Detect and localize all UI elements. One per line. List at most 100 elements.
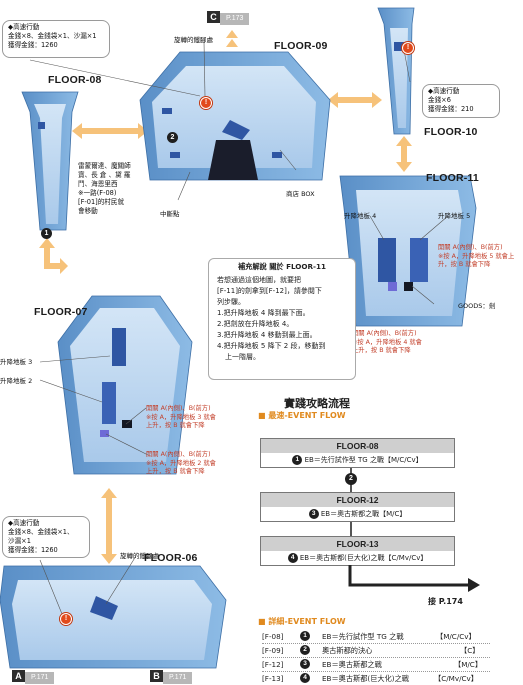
floor-06-map xyxy=(0,565,227,669)
note-line: ◆高速行動 xyxy=(428,87,460,95)
note-fragment: 、黛 xyxy=(108,171,122,179)
note-line: 升，按 B 就會下降 xyxy=(438,261,491,269)
flow-mid-num: 2 xyxy=(345,473,357,485)
note-line: 上升，按 B 就會下降 xyxy=(146,422,205,430)
note-line: 金錢×8、金錢袋×1、 xyxy=(8,528,74,536)
note-line: ◆高速行動 xyxy=(8,519,40,527)
flow-connector xyxy=(350,522,352,536)
f11-switch-note-bottom: 開關 A(內側)、B(前方) ※按 A，升降地板 4 就會 上升，按 B 就會下… xyxy=(352,330,422,356)
note-line: ※按 A，升降地板 4 就會 xyxy=(352,338,422,346)
note-line: 上升，按 B 就會下降 xyxy=(146,468,205,476)
page-ref-letter: A xyxy=(12,670,25,682)
note-line: 上升，按 B 就會下降 xyxy=(352,347,411,355)
supplement-box: 補充解說 關於 FLOOR-11 若想通過這個地圖，就要把 [F-11]的劍拿到… xyxy=(208,258,356,380)
detail-flow-label: ■ 詳細-EVENT FLOW xyxy=(258,617,346,626)
treasure-marker-f10[interactable]: ! xyxy=(402,42,414,54)
detail-num: 3 xyxy=(300,659,310,669)
supplement-step: 2.把劍放在升降地板 4。 xyxy=(217,320,294,328)
note-line: ◆高速行動 xyxy=(8,23,40,31)
detail-row: [F-13] 4 EB＝奧古斯都(巨大化)之戰 【C/Mv/Cv】 xyxy=(262,672,490,685)
supplement-intro-line: 若想通過這個地圖，就要把 xyxy=(217,276,301,284)
treasure-marker-f09[interactable]: ! xyxy=(200,97,212,109)
treasure-marker-f06[interactable]: ! xyxy=(60,613,72,625)
flow-heading: 實踐攻略流程 xyxy=(284,397,350,410)
detail-floor: [F-09] xyxy=(262,646,284,655)
note-fragment: 倉 xyxy=(99,171,107,179)
flow-box-floor-13: FLOOR-13 xyxy=(260,536,455,552)
f09-treasure-note: ◆高速行動 金錢×8、金錢袋×1、沙漏×1 獲得金錢：1260 xyxy=(2,20,110,58)
detail-text: EB＝先行試作型 TG 之戰 xyxy=(322,632,404,641)
f08-npc-note: 雷蒙爾達、魔關師 寶、長 倉 、黛 羅 鬥、海恩里西 ※一路(F-08) [F-… xyxy=(78,162,131,216)
supplement-title: 補充解說 關於 FLOOR-11 xyxy=(237,262,327,271)
note-line: [F-01]的村民就 xyxy=(78,198,125,206)
floor-10-map xyxy=(377,7,415,135)
detail-num: 2 xyxy=(300,645,310,655)
event-marker-2[interactable]: 2 xyxy=(167,132,178,143)
lift3-f07-label: 升降地板 3 xyxy=(0,358,33,366)
note-line: 鬥、海恩里西 xyxy=(78,180,118,188)
detail-floor: [F-13] xyxy=(262,674,284,683)
note-line: 開關 A(內側)、B(前方) xyxy=(438,244,503,251)
note-line: 金錢×6 xyxy=(428,96,451,104)
f10-treasure-note: ◆高速行動 金錢×6 獲得金錢：210 xyxy=(422,84,500,118)
detail-rank: 【M/C/Cv】 xyxy=(436,632,476,641)
detail-row: [F-09] 2 奧古斯都的決心 【C】 xyxy=(262,644,490,658)
flow-next-arrow xyxy=(348,565,480,592)
next-page-label[interactable]: 接 P.174 xyxy=(428,597,463,606)
note-line: 開關 A(內側)、B(前方) xyxy=(146,451,211,458)
detail-rank: 【M/C】 xyxy=(454,660,483,669)
detail-rank: 【C】 xyxy=(460,646,480,655)
f09-rotate-label: 旋轉的鐵腳處 xyxy=(174,36,213,44)
note-line: ※按 A，升降地板 3 就會 xyxy=(146,413,216,421)
floor-08-map xyxy=(21,91,79,231)
detail-floor: [F-08] xyxy=(262,632,284,641)
detail-num: 1 xyxy=(300,631,310,641)
flow-box-body-08: 1 EB＝先行試作型 TG 之戰【M/C/Cv】 xyxy=(260,453,455,468)
fastest-flow-label: ■ 最速-EVENT FLOW xyxy=(258,411,346,420)
detail-text: 奧古斯都的決心 xyxy=(322,646,373,655)
f07-switch-note-top: 開關 A(內側)、B(前方) ※按 A，升降地板 3 就會 上升，按 B 就會下… xyxy=(146,405,216,431)
supplement-step: 上一階層。 xyxy=(225,353,260,361)
page-ref-letter: B xyxy=(150,670,163,682)
detail-text: EB＝奧古斯都之戰 xyxy=(322,660,382,669)
note-line: 獲得金錢：210 xyxy=(428,105,474,113)
shop-box-label: 商店 BOX xyxy=(286,190,315,198)
flow-text: EB＝奧古斯都(巨大化)之戰【C/Mv/Cv】 xyxy=(299,554,428,562)
detail-num: 4 xyxy=(300,673,310,683)
note-line: 開關 A(內側)、B(前方) xyxy=(146,405,211,412)
detail-row: [F-12] 3 EB＝奧古斯都之戰 【M/C】 xyxy=(262,658,490,672)
note-line: ※按 A，升降地板 5 就會上 xyxy=(438,252,515,260)
floor-09-title: FLOOR-09 xyxy=(274,40,328,52)
supplement-intro-line: [F-11]的劍拿到[F-12]，請參閱下 xyxy=(217,287,322,295)
floor-11-map xyxy=(339,175,477,327)
page-ref-page: P.171 xyxy=(163,672,193,684)
f07-switch-note-bottom: 開關 A(內側)、B(前方) ※按 A，升降地板 2 就會 上升，按 B 就會下… xyxy=(146,451,216,477)
supplement-intro-line: 列步驟。 xyxy=(217,298,245,306)
page-ref-page: P.173 xyxy=(220,13,250,25)
event-marker-1[interactable]: 1 xyxy=(41,228,52,239)
lift4-f11-label: 升降地板 4 xyxy=(344,212,377,220)
flow-num: 3 xyxy=(308,509,319,519)
flow-num: 4 xyxy=(287,553,298,563)
floor-11-title: FLOOR-11 xyxy=(426,172,479,184)
detail-rank: 【C/Mv/Cv】 xyxy=(434,674,478,683)
detail-row: [F-08] 1 EB＝先行試作型 TG 之戰 【M/C/Cv】 xyxy=(262,630,490,644)
note-line: 金錢×8、金錢袋×1、沙漏×1 xyxy=(8,32,97,40)
f06-rotate-label: 旋轉的鐵腳處 xyxy=(120,552,159,560)
detail-text: EB＝奧古斯都(巨大化)之戰 xyxy=(322,674,409,683)
flow-text: EB＝先行試作型 TG 之戰【M/C/Cv】 xyxy=(304,456,423,464)
page-ref-page: P.171 xyxy=(25,672,55,684)
flow-box-body-13: 4 EB＝奧古斯都(巨大化)之戰【C/Mv/Cv】 xyxy=(260,551,455,566)
floor-07-title: FLOOR-07 xyxy=(34,306,88,318)
lift2-f07-label: 升降地板 2 xyxy=(0,377,33,385)
detail-floor: [F-12] xyxy=(262,660,284,669)
note-line: 沙漏×1 xyxy=(8,537,31,545)
note-line: 獲得金錢：1260 xyxy=(8,546,58,554)
floor-09-map xyxy=(139,51,331,181)
note-line: 獲得金錢：1260 xyxy=(8,41,58,49)
supplement-step: 3.把升降地板 4 移動到最上面。 xyxy=(217,331,317,339)
